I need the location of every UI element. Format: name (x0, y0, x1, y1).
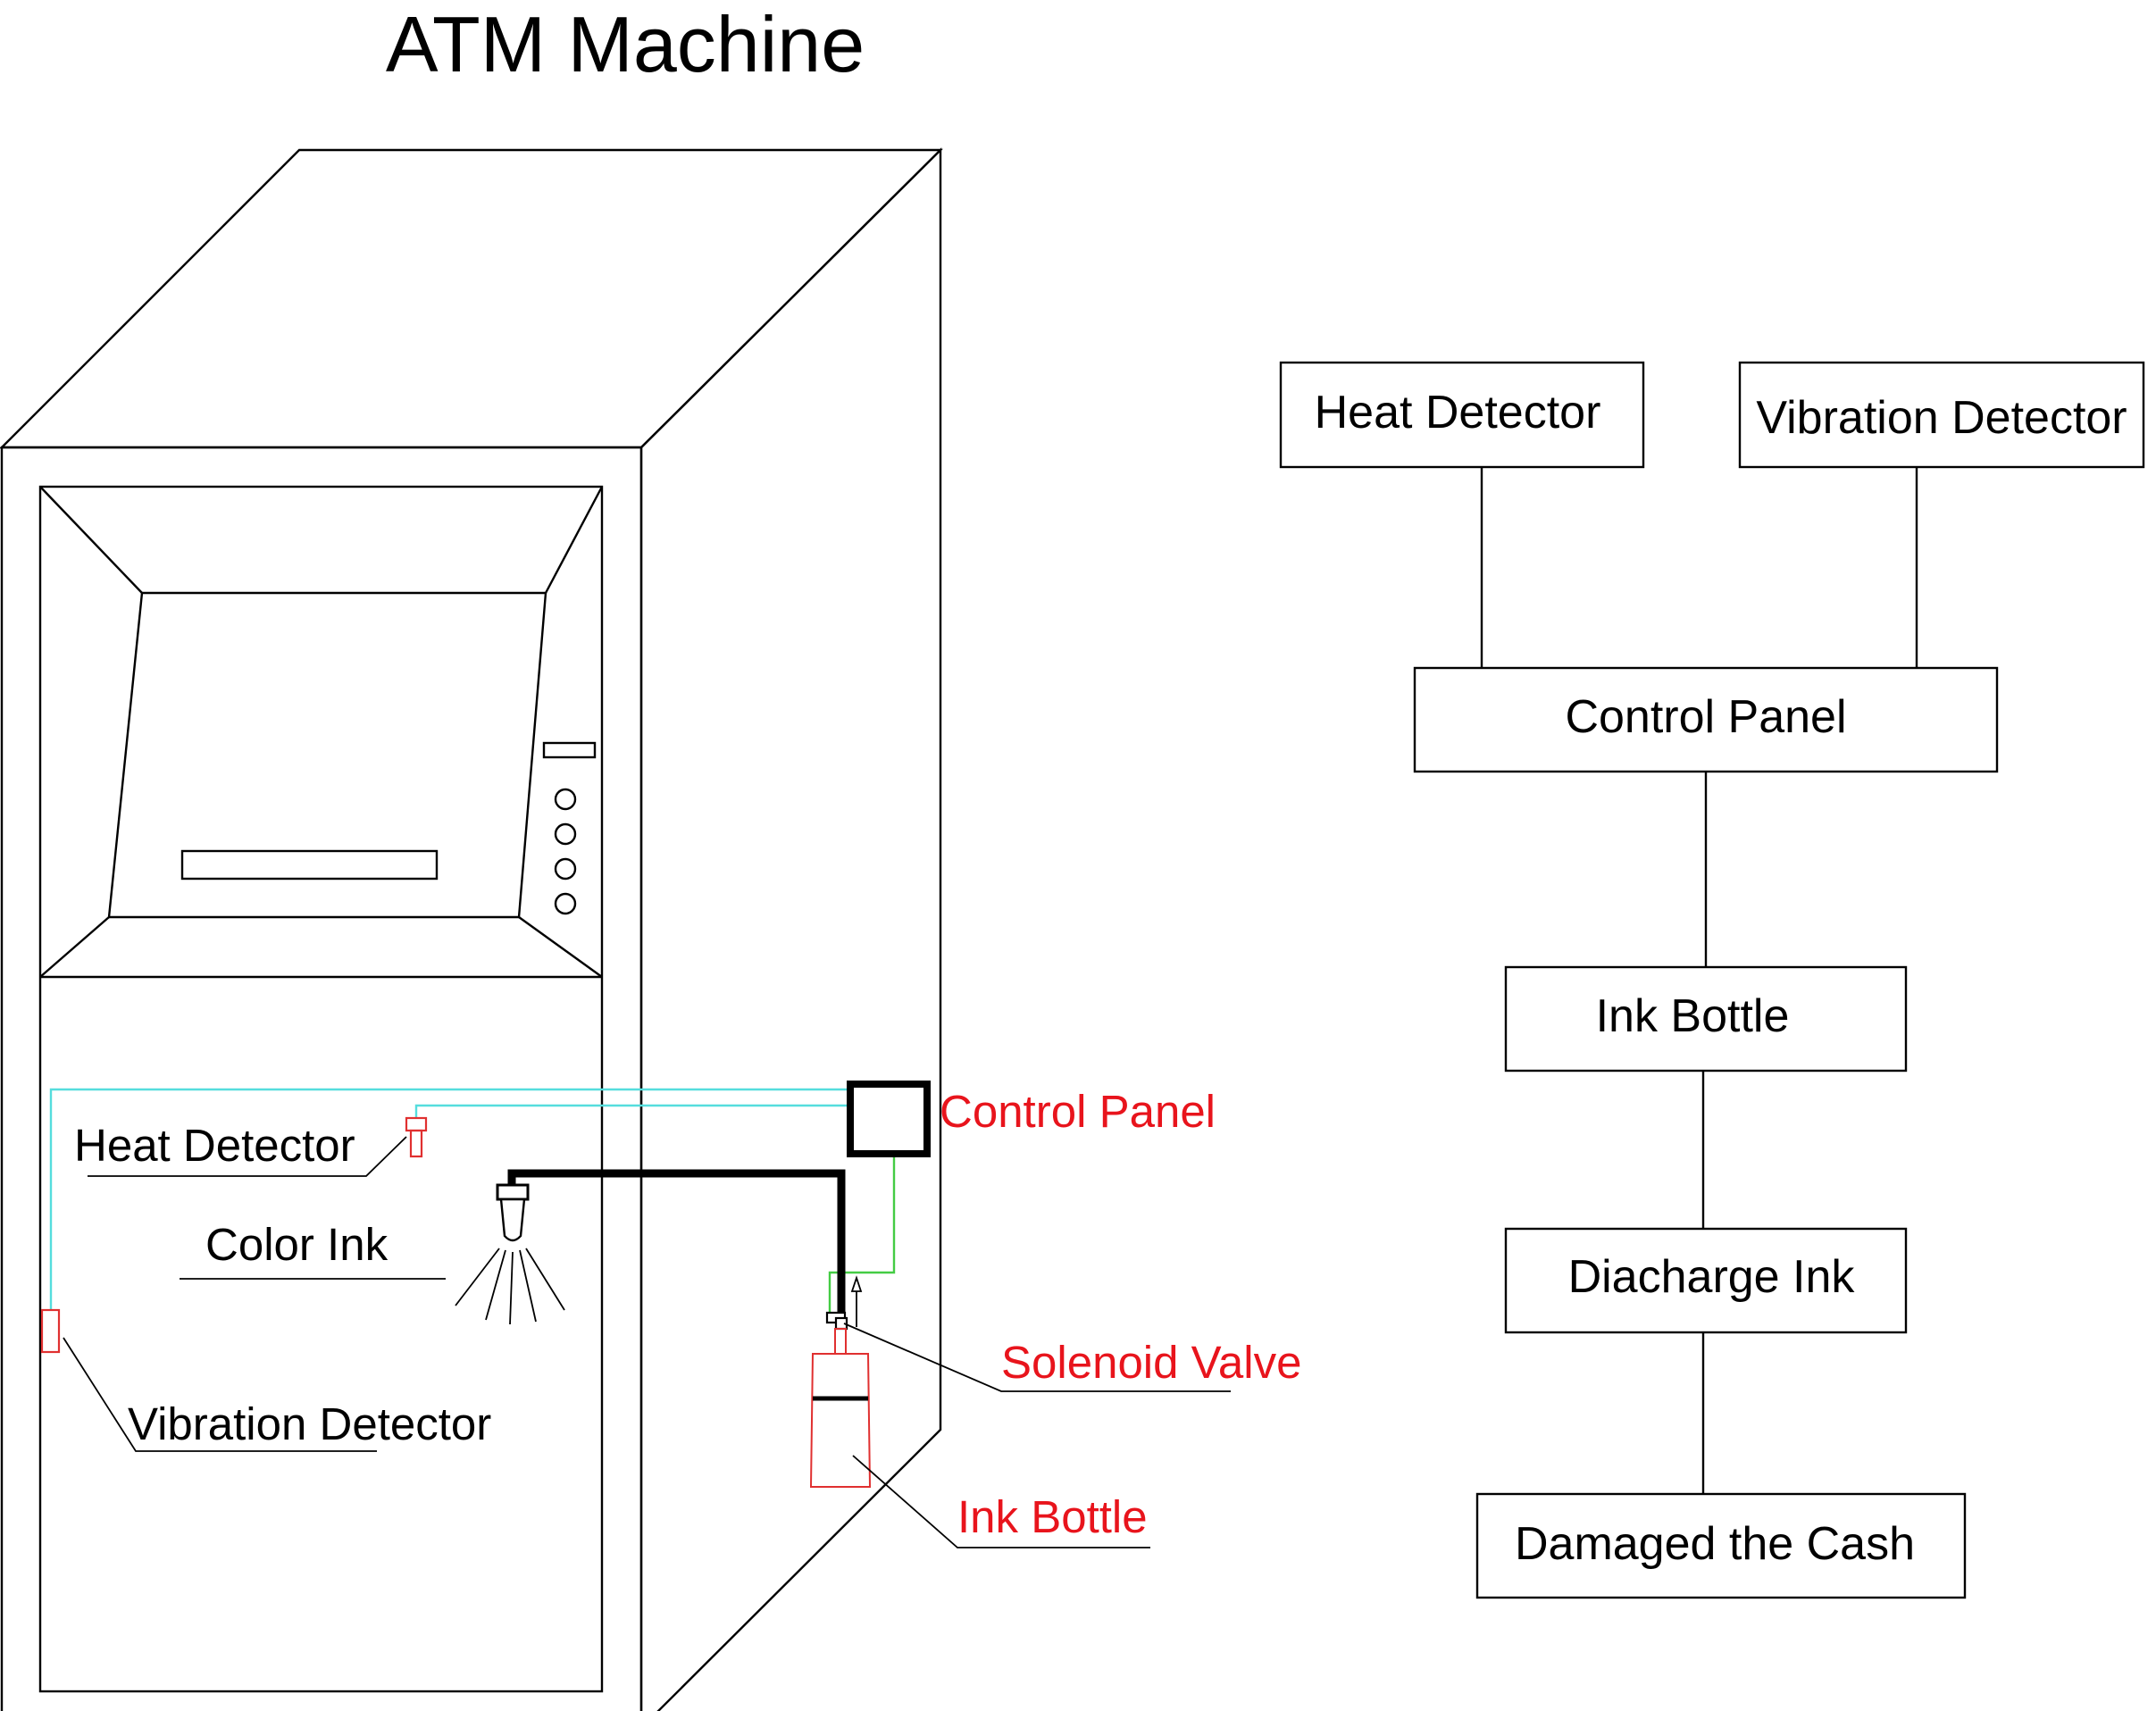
ink-pipe (507, 1169, 846, 1322)
atm-screen (107, 591, 547, 919)
flow-node-control-panel: Control Panel (1413, 666, 1999, 773)
keypad-button (554, 892, 577, 915)
label-heat-detector: Heat Detector (74, 1120, 355, 1171)
ink-nozzle (455, 1183, 565, 1325)
flow-node-label: Heat Detector (1315, 387, 1601, 438)
flow-node-label: Vibration Detector (1756, 392, 2127, 444)
keypad-button (554, 822, 577, 846)
heat-detector-sensor (405, 1116, 428, 1158)
leader-ink-bottle (852, 1455, 1150, 1548)
keypad-button (554, 857, 577, 881)
label-color-ink: Color Ink (205, 1219, 389, 1270)
label-solenoid-valve: Solenoid Valve (1001, 1337, 1301, 1388)
label-vibration-detector: Vibration Detector (128, 1398, 491, 1449)
atm-cabinet (0, 147, 943, 1711)
label-ink-bottle: Ink Bottle (957, 1491, 1148, 1542)
flow-node-vibration-detector: Vibration Detector (1738, 361, 2145, 469)
flow-node-label: Diacharge Ink (1568, 1251, 1856, 1303)
flow-node-discharge-ink: Diacharge Ink (1504, 1227, 1908, 1334)
leader-solenoid-valve (843, 1323, 1231, 1392)
flow-node-heat-detector: Heat Detector (1279, 361, 1645, 469)
flow-node-label: Damaged the Cash (1515, 1518, 1915, 1570)
receipt-slot (542, 741, 597, 759)
label-control-panel: Control Panel (940, 1086, 1216, 1137)
flow-node-ink-bottle: Ink Bottle (1504, 965, 1908, 1073)
heat-detector-wire (414, 1104, 850, 1118)
flow-node-label: Ink Bottle (1596, 990, 1790, 1042)
vibration-detector-wire (49, 1088, 850, 1310)
keypad-button (554, 788, 577, 811)
ink-bottle (809, 1328, 872, 1488)
vibration-detector-sensor (40, 1308, 61, 1354)
leader-heat-detector (88, 1136, 407, 1177)
atm-front-face (0, 446, 643, 1711)
diagram-title: ATM Machine (386, 0, 865, 88)
leader-vibration-detector (63, 1337, 377, 1452)
sensor-wiring (49, 1088, 896, 1322)
flow-node-label: Control Panel (1565, 691, 1846, 743)
atm-top-face (0, 148, 943, 449)
flow-node-damaged-cash: Damaged the Cash (1475, 1492, 1967, 1599)
valve-control-wire (828, 1156, 896, 1318)
control-panel-box (847, 1081, 931, 1157)
flowchart: Heat Detector Vibration Detector Control… (1279, 361, 2145, 1599)
atm-side-face (639, 147, 942, 1711)
card-slot (180, 849, 439, 881)
